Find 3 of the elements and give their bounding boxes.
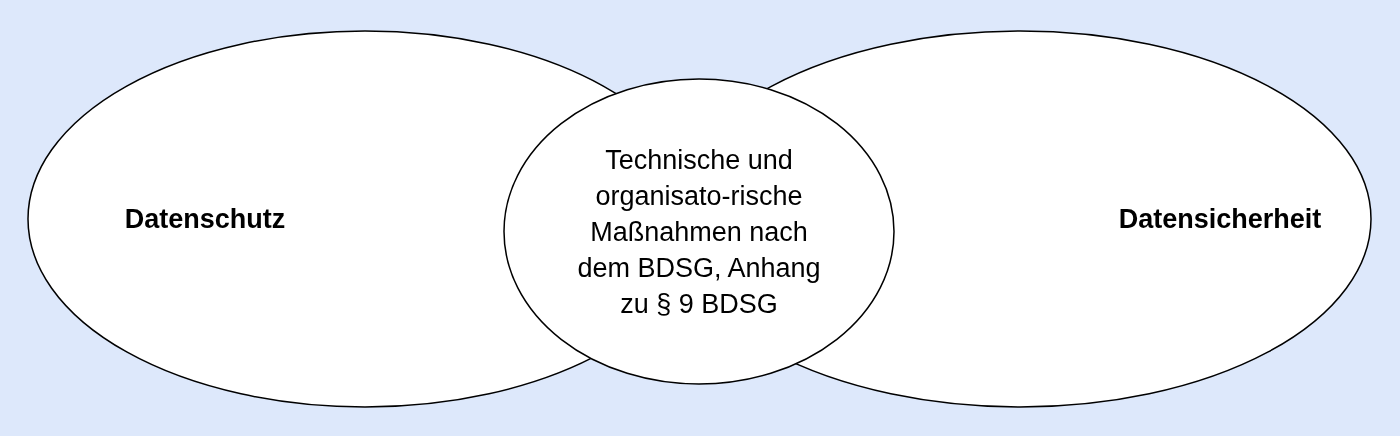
set-label: Datenschutz (123, 203, 287, 236)
overlap-description: Technische und organisato-rische Maßnahmen nach dem BDSG, Anhang zu § 9 BDSG (576, 143, 822, 321)
set-label: Datensicherheit (1117, 203, 1323, 236)
